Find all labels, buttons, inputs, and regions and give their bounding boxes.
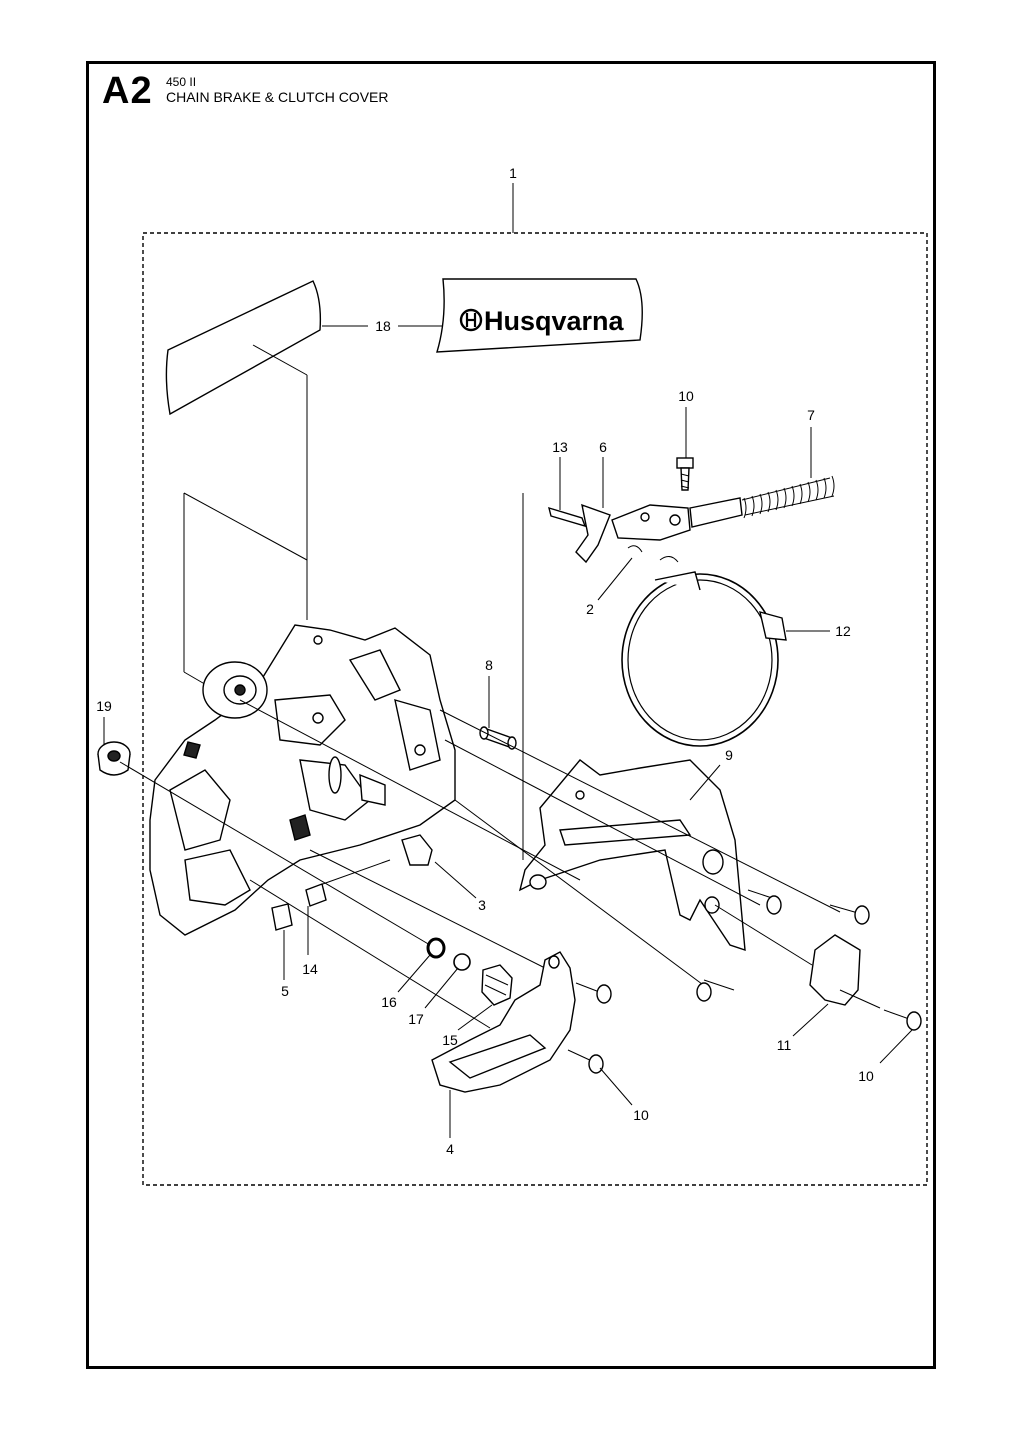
leader-11: [792, 1003, 829, 1037]
guide-line-f: [309, 849, 546, 969]
kit-boundary: [142, 232, 928, 1186]
screw-top: [676, 457, 694, 491]
callout-13: 13: [552, 439, 568, 455]
model-name: 450 II: [166, 75, 197, 89]
guide-line-d: [239, 699, 581, 881]
callout-18: 18: [375, 318, 391, 334]
tensioner-gear: [481, 964, 513, 1006]
leader-10b: [879, 1029, 913, 1064]
bar-nut: [97, 741, 131, 776]
callout-3: 3: [478, 897, 486, 913]
decal-guide-line-4: [183, 492, 308, 561]
leader-10c: [599, 1067, 633, 1106]
decal-guide-line: [252, 344, 308, 376]
section-code: A2: [102, 70, 153, 112]
callout-5: 5: [281, 983, 289, 999]
adjuster-screw: [305, 859, 391, 907]
adjuster-nut: [401, 834, 433, 866]
callout-14: 14: [302, 961, 318, 977]
callout-12: 12: [835, 623, 851, 639]
front-guard: [431, 951, 576, 1093]
husqvarna-logo-icon: [459, 308, 483, 332]
chain-tensioner: [271, 903, 293, 931]
leader-2: [597, 557, 633, 601]
o-ring: [426, 937, 446, 959]
guide-line-b: [444, 739, 761, 906]
brake-bracket: [518, 759, 746, 952]
guide-line-c: [454, 799, 711, 991]
logo-text: Husqvarna: [484, 306, 625, 336]
callout-8: 8: [485, 657, 493, 673]
section-title: CHAIN BRAKE & CLUTCH COVER: [166, 89, 389, 105]
leader-9: [689, 764, 721, 801]
callout-2: 2: [586, 601, 594, 617]
callout-16: 16: [381, 994, 397, 1010]
callout-4: 4: [446, 1141, 454, 1157]
callout-6: 6: [599, 439, 607, 455]
screw-handle-lower: [567, 1049, 604, 1074]
page-frame: [86, 61, 936, 1369]
callout-11: 11: [777, 1037, 792, 1053]
callout-9: 9: [725, 747, 733, 763]
callout-7: 7: [807, 407, 815, 423]
clutch-cover: [149, 624, 456, 936]
guide-line-a: [439, 709, 841, 913]
screw-lower-right: [883, 1009, 922, 1031]
screw-upper-right: [829, 904, 870, 925]
screw-handle-upper: [575, 982, 612, 1004]
guide-line-e: [119, 761, 431, 946]
brake-spring: [741, 475, 835, 519]
callout-10-top: 10: [678, 388, 694, 404]
guide-line-g: [249, 879, 491, 1029]
screw-middle: [696, 979, 735, 1002]
leader-15: [457, 1004, 493, 1031]
brake-linkage: [548, 497, 743, 564]
leader-16: [397, 954, 431, 993]
leader-17: [424, 967, 459, 1009]
husqvarna-decal: [436, 278, 643, 353]
washer: [453, 953, 471, 971]
brake-band: [621, 571, 787, 747]
chain-catcher: [809, 934, 881, 1009]
guide-line-h: [714, 904, 813, 966]
leader-3: [434, 861, 477, 899]
callout-10-bottom: 10: [633, 1107, 649, 1123]
callout-10-right: 10: [858, 1068, 874, 1084]
callout-17: 17: [408, 1011, 424, 1027]
warning-decal: [165, 280, 322, 416]
callout-15: 15: [442, 1032, 458, 1048]
callout-19: 19: [96, 698, 112, 714]
callout-1: 1: [509, 165, 517, 181]
screw-bracket: [747, 889, 782, 915]
